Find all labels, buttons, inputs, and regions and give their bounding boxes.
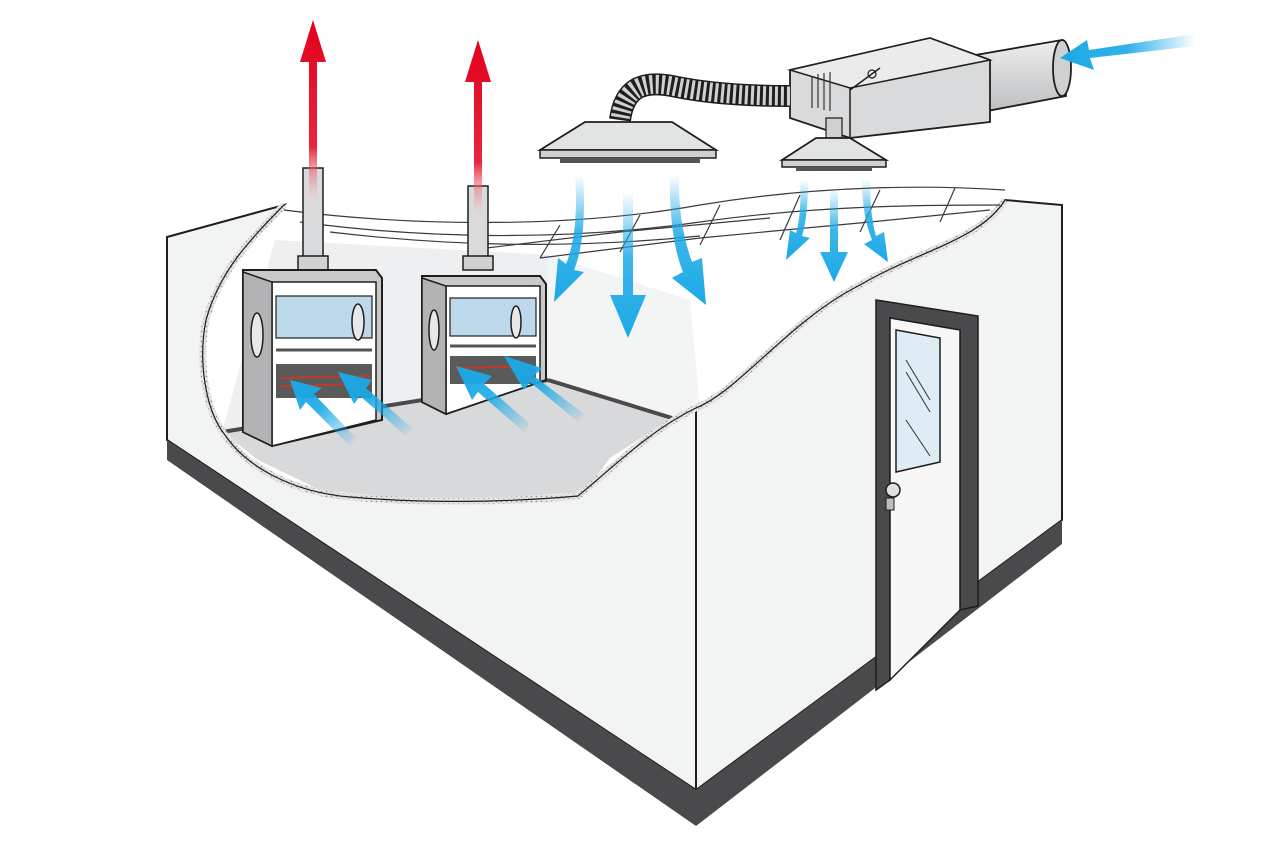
- hood-2-sash-glass: [449, 297, 537, 337]
- diffuser-2-arrow-left: [786, 180, 810, 260]
- exhaust-arrows: [300, 20, 491, 228]
- supply-diffuser-1: [536, 121, 720, 163]
- right-interior-wall: [548, 255, 700, 418]
- supply-diffuser-2: [778, 137, 890, 171]
- hood-2-capture-arrow-2: [504, 356, 584, 422]
- baseboard-left: [167, 440, 696, 826]
- outside-air-intake-arrow: [1060, 34, 1195, 70]
- door-knob: [885, 482, 901, 498]
- diffuser-1-arrow-right: [669, 175, 706, 305]
- supply-air-unit: [609, 37, 1072, 139]
- hood-2-exhaust-arrow: [465, 40, 491, 228]
- supply-down-arrows: [554, 175, 888, 338]
- door-window: [895, 329, 941, 473]
- floor: [222, 378, 672, 502]
- diffuser-1-arrow-center: [610, 192, 646, 338]
- hood-1-capture-arrow-1: [290, 380, 356, 446]
- hood-1-capture-arrow-2: [338, 372, 412, 436]
- hood-1-exhaust-arrow: [300, 20, 326, 215]
- diffuser-2-arrow-right: [862, 180, 888, 262]
- diffuser-2-arrow-center: [820, 188, 848, 282]
- door: [875, 299, 979, 692]
- hood-capture-arrows: [290, 356, 584, 446]
- hood-2-capture-arrow-1: [456, 366, 530, 432]
- diffuser-1-arrow-left: [554, 175, 584, 302]
